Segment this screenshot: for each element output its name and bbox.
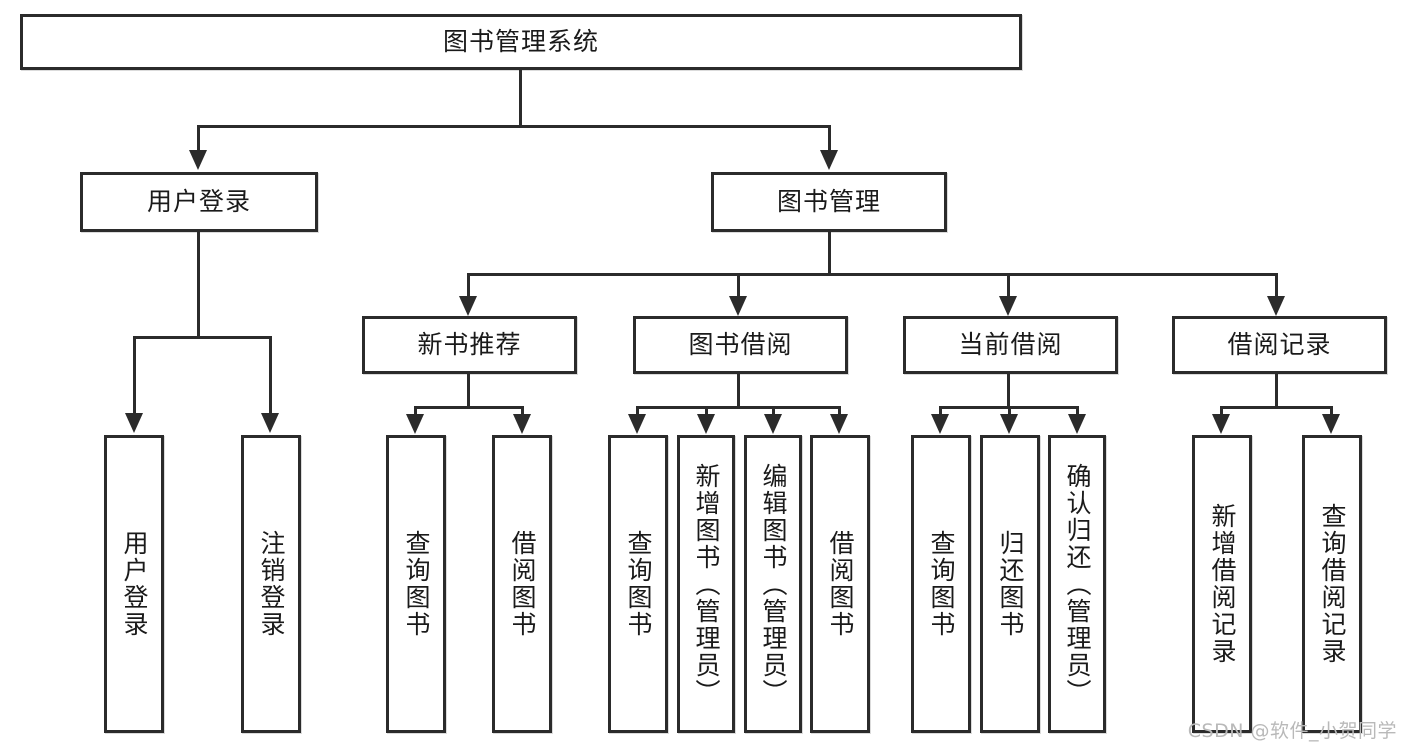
connector-to-leaf-query-book-1: [414, 406, 417, 418]
arrowhead-leaf-edit-book: [764, 414, 782, 434]
connector-user-login-stem: [197, 232, 200, 336]
connector-new-book-recommend-bus: [414, 406, 524, 409]
node-book-management[interactable]: 图书管理: [711, 172, 947, 232]
node-leaf-borrow-book-1[interactable]: 借阅图书: [492, 435, 552, 733]
connector-to-leaf-query-record: [1330, 406, 1333, 418]
arrowhead-leaf-add-record: [1212, 414, 1230, 434]
connector-to-leaf-query-book-2: [636, 406, 639, 418]
connector-to-leaf-add-record: [1220, 406, 1223, 418]
node-leaf-return-book-label: 归还图书: [996, 530, 1025, 638]
connector-root-to-book-management: [828, 125, 831, 152]
arrowhead-leaf-query-book-2: [628, 414, 646, 434]
connector-to-leaf-return-book: [1008, 406, 1011, 418]
node-leaf-edit-book[interactable]: 编辑图书（管理员）: [744, 435, 802, 733]
connector-to-book-borrow: [737, 273, 740, 298]
arrowhead-current-borrow: [999, 296, 1017, 316]
node-leaf-borrow-book-2[interactable]: 借阅图书: [810, 435, 870, 733]
node-leaf-add-book-label: 新增图书（管理员）: [692, 462, 721, 706]
node-user-login[interactable]: 用户登录: [80, 172, 318, 232]
node-leaf-query-book-1-label: 查询图书: [402, 530, 431, 638]
connector-to-current-borrow: [1007, 273, 1010, 298]
node-current-borrow-label: 当前借阅: [958, 330, 1063, 360]
node-leaf-query-record-label: 查询借阅记录: [1318, 503, 1347, 665]
node-user-login-label: 用户登录: [146, 187, 251, 217]
connector-to-leaf-query-book-3: [939, 406, 942, 418]
node-leaf-confirm-return-label: 确认归还（管理员）: [1063, 462, 1092, 706]
node-new-book-recommend-label: 新书推荐: [417, 330, 522, 360]
node-root-label: 图书管理系统: [442, 27, 599, 57]
node-book-borrow-label: 图书借阅: [688, 330, 793, 360]
connector-book-management-stem: [828, 232, 831, 273]
arrowhead-leaf-borrow-book-2: [830, 414, 848, 434]
node-leaf-user-logout-label: 注销登录: [257, 530, 286, 638]
node-new-book-recommend[interactable]: 新书推荐: [362, 316, 577, 374]
node-book-management-label: 图书管理: [776, 187, 881, 217]
connector-root-stem: [519, 70, 522, 125]
connector-to-leaf-add-book: [705, 406, 708, 418]
node-leaf-query-book-3-label: 查询图书: [927, 530, 956, 638]
node-borrow-record[interactable]: 借阅记录: [1172, 316, 1387, 374]
arrowhead-book-management: [820, 150, 838, 170]
connector-borrow-record-stem: [1275, 374, 1278, 406]
node-leaf-user-login-label: 用户登录: [120, 530, 149, 638]
connector-to-leaf-borrow-book-2: [838, 406, 841, 418]
node-leaf-query-book-2-label: 查询图书: [624, 530, 653, 638]
node-leaf-add-record-label: 新增借阅记录: [1208, 503, 1237, 665]
connector-new-book-recommend-stem: [467, 374, 470, 406]
node-leaf-add-book[interactable]: 新增图书（管理员）: [677, 435, 735, 733]
node-leaf-add-record[interactable]: 新增借阅记录: [1192, 435, 1252, 733]
connector-current-borrow-stem: [1007, 374, 1010, 406]
node-current-borrow[interactable]: 当前借阅: [903, 316, 1118, 374]
arrowhead-leaf-user-login: [125, 413, 143, 433]
node-leaf-query-book-2[interactable]: 查询图书: [608, 435, 668, 733]
node-leaf-query-book-3[interactable]: 查询图书: [911, 435, 971, 733]
connector-to-leaf-edit-book: [772, 406, 775, 418]
arrowhead-leaf-query-record: [1322, 414, 1340, 434]
node-leaf-query-record[interactable]: 查询借阅记录: [1302, 435, 1362, 733]
arrowhead-book-borrow: [729, 296, 747, 316]
node-leaf-query-book-1[interactable]: 查询图书: [386, 435, 446, 733]
node-leaf-borrow-book-1-label: 借阅图书: [508, 530, 537, 638]
arrowhead-user-login: [189, 150, 207, 170]
arrowhead-leaf-borrow-book-1: [513, 414, 531, 434]
arrowhead-leaf-query-book-1: [406, 414, 424, 434]
node-leaf-confirm-return[interactable]: 确认归还（管理员）: [1048, 435, 1106, 733]
arrowhead-leaf-add-book: [697, 414, 715, 434]
arrowhead-leaf-return-book: [1000, 414, 1018, 434]
connector-user-login-bus: [133, 336, 272, 339]
connector-to-new-book-recommend: [467, 273, 470, 298]
connector-to-leaf-user-login: [133, 336, 136, 415]
connector-book-borrow-bus: [636, 406, 841, 409]
node-root[interactable]: 图书管理系统: [20, 14, 1022, 70]
connector-to-leaf-confirm-return: [1076, 406, 1079, 418]
node-borrow-record-label: 借阅记录: [1227, 330, 1332, 360]
connector-borrow-record-bus: [1220, 406, 1333, 409]
node-leaf-borrow-book-2-label: 借阅图书: [826, 530, 855, 638]
arrowhead-new-book-recommend: [459, 296, 477, 316]
connector-to-leaf-borrow-book-1: [521, 406, 524, 418]
node-leaf-return-book[interactable]: 归还图书: [980, 435, 1040, 733]
connector-root-to-user-login: [197, 125, 200, 152]
connector-root-bus: [197, 125, 831, 128]
connector-book-borrow-stem: [737, 374, 740, 406]
connector-to-borrow-record: [1275, 273, 1278, 298]
node-leaf-edit-book-label: 编辑图书（管理员）: [759, 462, 788, 706]
node-book-borrow[interactable]: 图书借阅: [633, 316, 848, 374]
connector-book-management-bus: [467, 273, 1278, 276]
node-leaf-user-login[interactable]: 用户登录: [104, 435, 164, 733]
arrowhead-leaf-user-logout: [261, 413, 279, 433]
connector-to-leaf-user-logout: [269, 336, 272, 415]
arrowhead-leaf-query-book-3: [931, 414, 949, 434]
watermark-text: CSDN @软件_小贺同学: [1187, 720, 1397, 742]
arrowhead-borrow-record: [1267, 296, 1285, 316]
arrowhead-leaf-confirm-return: [1068, 414, 1086, 434]
node-leaf-user-logout[interactable]: 注销登录: [241, 435, 301, 733]
